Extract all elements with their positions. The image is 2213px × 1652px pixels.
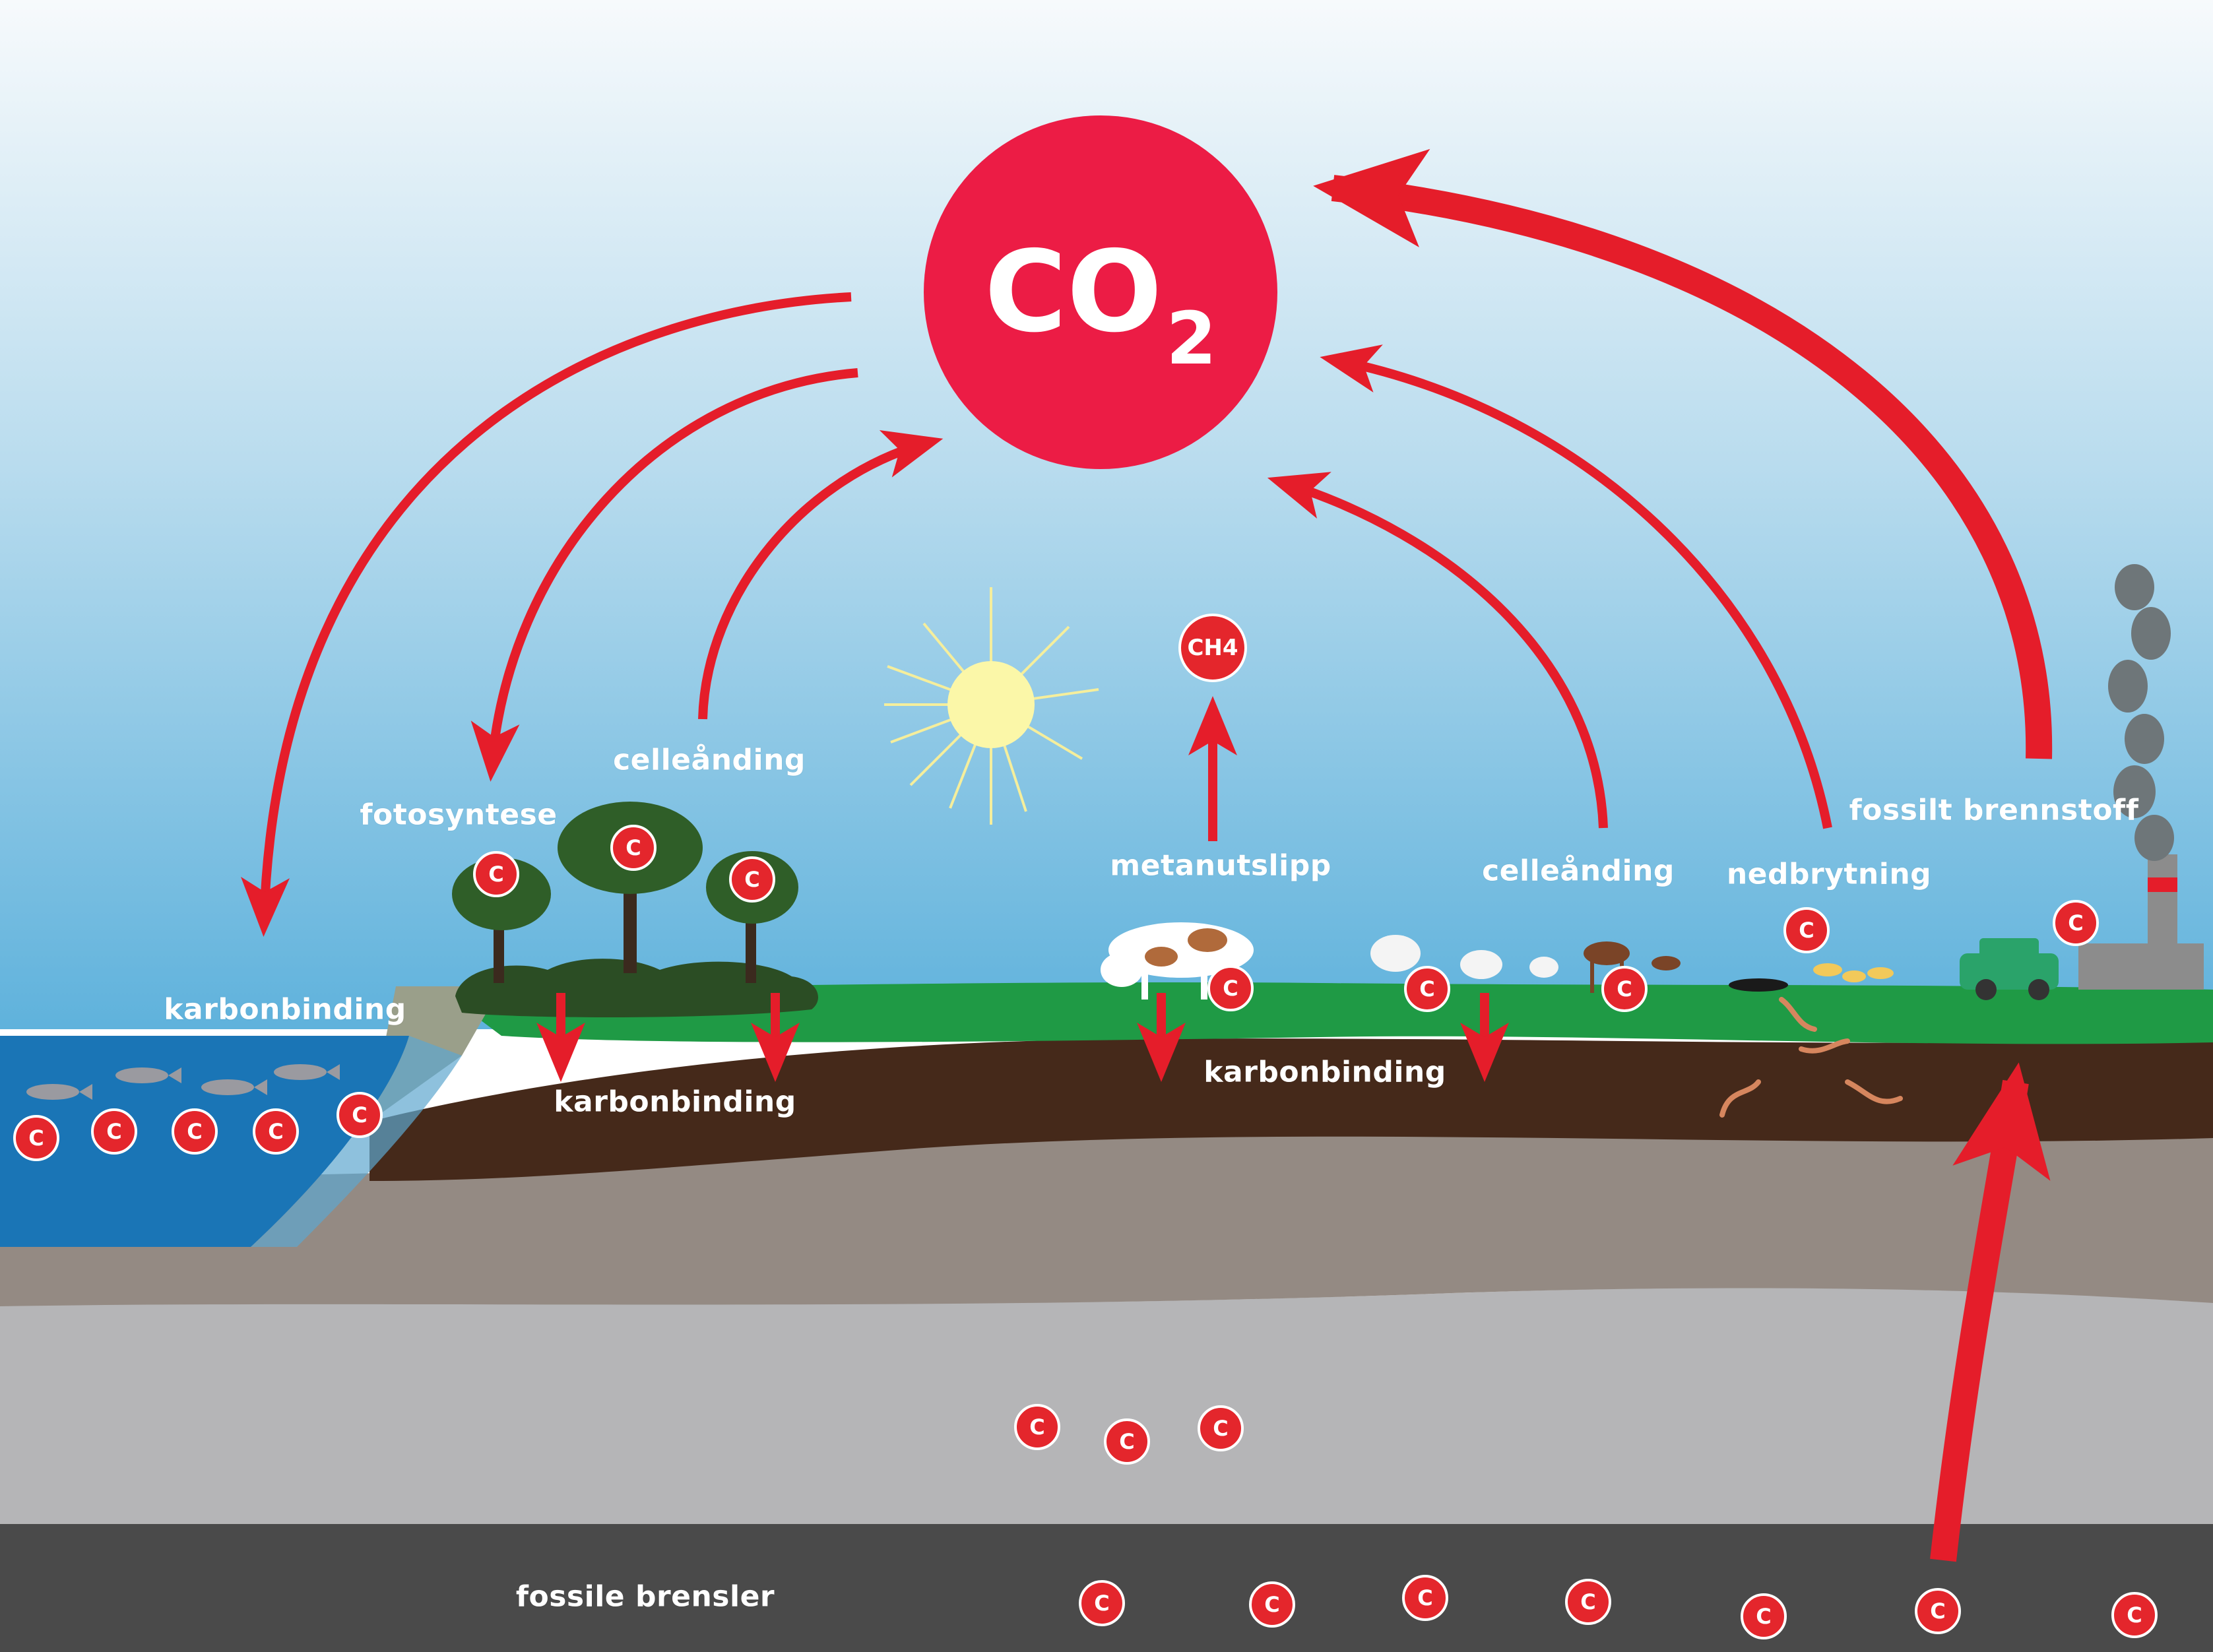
smoke xyxy=(2108,564,2174,861)
ch4-circle: CH4 xyxy=(1178,614,1247,682)
slug xyxy=(1729,978,1788,992)
carbon-badge: C xyxy=(2111,1592,2158,1638)
label-celleanding-right: celleånding xyxy=(1482,854,1675,888)
forest xyxy=(452,802,818,1017)
carbon-badge: C xyxy=(610,825,657,871)
arrow-celleanding-right xyxy=(1267,472,1608,829)
carbon-badge: C xyxy=(1249,1581,1295,1628)
arrow-karbonbinding-ocean xyxy=(241,292,852,937)
carbon-badge: C xyxy=(1198,1405,1244,1451)
bedrock-layer xyxy=(0,1287,2213,1524)
label-karbonbinding-ocean: karbonbinding xyxy=(164,992,406,1027)
carbon-badge: C xyxy=(1601,966,1648,1012)
car xyxy=(1960,938,2059,1000)
carbon-badge: C xyxy=(1104,1418,1150,1465)
carbon-badge: C xyxy=(473,851,519,897)
co2-subscript: 2 xyxy=(1166,296,1217,381)
carbon-badge: C xyxy=(1741,1593,1787,1639)
label-nedbrytning: nedbrytning xyxy=(1726,857,1932,891)
factory xyxy=(2078,854,2204,990)
fish-group xyxy=(26,1064,340,1100)
sun-disk xyxy=(947,661,1035,748)
arrow-nedbrytning xyxy=(1320,344,1832,829)
carbon-badge: C xyxy=(729,856,775,903)
carbon-badge: C xyxy=(2053,900,2099,946)
co2-main: CO xyxy=(984,227,1163,358)
carbon-badge: C xyxy=(1014,1404,1060,1450)
carbon-badge: C xyxy=(1404,966,1450,1012)
carbon-badge: C xyxy=(1402,1575,1448,1621)
carbon-badge: C xyxy=(337,1092,383,1138)
worms xyxy=(1719,997,1903,1118)
carbon-badge: C xyxy=(1079,1580,1125,1626)
label-celleanding-left: celleånding xyxy=(613,743,806,777)
carbon-badge: C xyxy=(1915,1588,1961,1634)
carbon-badge: C xyxy=(91,1108,137,1155)
carbon-badge: C xyxy=(13,1115,59,1161)
carbon-badge: C xyxy=(1565,1579,1611,1625)
arrow-celleanding-left xyxy=(698,430,944,720)
ocean-shelf xyxy=(251,1036,462,1247)
carbon-badge: C xyxy=(253,1108,299,1155)
carbon-badge: C xyxy=(1207,965,1254,1011)
label-fotosyntese: fotosyntese xyxy=(360,798,558,832)
label-metanutslipp: metanutslipp xyxy=(1110,848,1331,883)
arrow-fotosyntese xyxy=(470,368,858,782)
mushrooms xyxy=(1813,963,1894,982)
label-karbonbinding-forest: karbonbinding xyxy=(554,1085,796,1119)
sheep xyxy=(1370,935,1558,979)
label-fossilt-brennstoff: fossilt brennstoff xyxy=(1849,793,2139,827)
cow xyxy=(1101,922,1254,1000)
arrow-fossil-extraction xyxy=(1930,1062,2051,1562)
carbon-badge: C xyxy=(1783,907,1830,953)
grass-layer xyxy=(435,982,2213,1044)
soil-layer xyxy=(369,1038,2213,1181)
label-fossile-brensler: fossile brensler xyxy=(515,1579,775,1614)
label-karbonbinding-field: karbonbinding xyxy=(1203,1055,1446,1089)
arrow-fossil-emission xyxy=(1313,148,2053,759)
carbon-badge: C xyxy=(172,1108,218,1155)
arrows xyxy=(241,292,1832,1082)
